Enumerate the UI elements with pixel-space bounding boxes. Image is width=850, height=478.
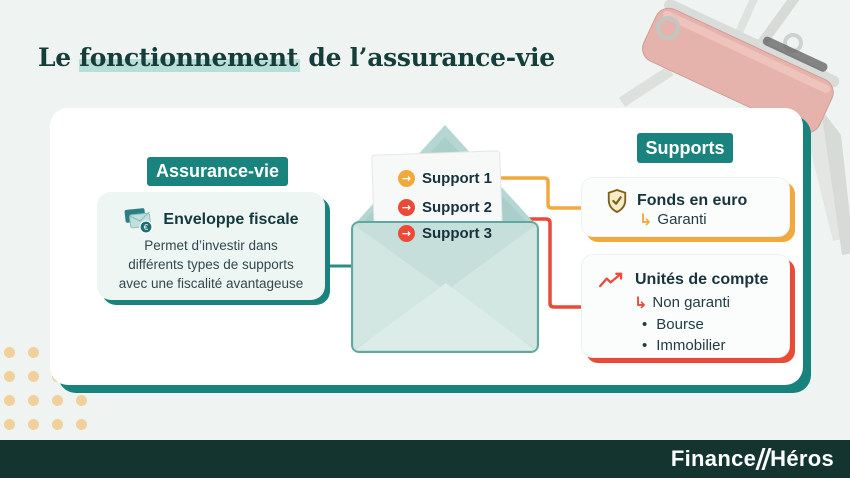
unites-de-compte-box: Unités de compte ↳ Non garanti • Bourse …: [581, 254, 790, 358]
fonds-title: Fonds en euro: [637, 192, 748, 209]
finance-heros-logo: Finance Héros: [671, 446, 834, 472]
description-line: avec une fiscalité avantageuse: [118, 276, 304, 291]
support-label: Support 3: [422, 224, 492, 242]
unites-sub: ↳ Non garanti: [634, 294, 730, 311]
support-label: Support 1: [422, 169, 492, 187]
support-row: → Support 3: [398, 223, 492, 243]
arrow-glyph: →: [401, 200, 412, 214]
dot: [28, 371, 39, 382]
dot: [52, 395, 63, 406]
dot: [4, 395, 15, 406]
fonds-sub: ↳ Garanti: [639, 211, 707, 228]
main-card: Assurance-vie € Enveloppe fiscale Permet…: [50, 108, 803, 385]
enveloppe-fiscale-box: € Enveloppe fiscale Permet d’investir da…: [97, 192, 325, 300]
title-prefix: Le: [38, 42, 80, 72]
logo-part2: Héros: [770, 446, 834, 471]
swiss-army-knife-image: [618, 0, 850, 255]
title-suffix: de l’assurance-vie: [300, 42, 555, 72]
dot: [52, 419, 63, 430]
bullet-icon: •: [642, 316, 648, 333]
bullet-row: • Bourse: [642, 316, 704, 333]
branch-arrow-icon: ↳: [634, 292, 648, 312]
knife-ring-icon: [656, 16, 680, 40]
dot: [4, 347, 15, 358]
branch-arrow-icon: ↳: [639, 209, 653, 229]
support-arrow-icon: →: [398, 198, 415, 216]
envelope-graphic: [351, 125, 539, 353]
envelope-illustration: → Support 1 → Support 2 → Support 3: [350, 115, 545, 360]
dot: [28, 347, 39, 358]
unites-sub-label: Non garanti: [652, 294, 730, 311]
bullet-icon: •: [642, 337, 648, 354]
support-arrow-icon: →: [398, 169, 415, 187]
arrow-glyph: →: [401, 171, 412, 185]
knife-handle: [642, 0, 840, 134]
dot: [76, 419, 87, 430]
euro-glyph: €: [144, 223, 149, 232]
enveloppe-fiscale-description: Permet d’investir dans différents types …: [97, 236, 325, 293]
description-line: différents types de supports: [128, 257, 294, 272]
dot: [4, 419, 15, 430]
dot: [76, 395, 87, 406]
dot: [28, 419, 39, 430]
assurance-vie-label: Assurance-vie: [147, 157, 288, 186]
support-arrow-icon: →: [398, 224, 415, 242]
arrow-glyph: →: [401, 226, 412, 240]
logo-part1: Finance: [670, 446, 757, 471]
support-label: Support 2: [422, 198, 492, 216]
support-row: → Support 1: [398, 168, 492, 188]
fonds-en-euro-box: Fonds en euro ↳ Garanti: [581, 177, 790, 237]
bullet-row: • Immobilier: [642, 337, 725, 354]
unites-title: Unités de compte: [635, 270, 769, 288]
title-highlight: fonctionnement: [79, 42, 300, 72]
bullet-label: Immobilier: [656, 337, 726, 354]
page-title: Le fonctionnement de l’assurance-vie: [38, 42, 555, 72]
dot: [28, 395, 39, 406]
envelope-euro-icon: €: [125, 208, 154, 234]
fonds-sub-label: Garanti: [657, 211, 707, 228]
chart-line-icon: [599, 272, 623, 288]
supports-label: Supports: [637, 133, 733, 163]
enveloppe-fiscale-title: Enveloppe fiscale: [163, 211, 299, 228]
shield-check-icon: [607, 189, 627, 213]
description-line: Permet d’investir dans: [144, 238, 278, 253]
footer-band: Finance Héros: [0, 440, 850, 478]
support-row: → Support 2: [398, 197, 492, 217]
dot: [4, 371, 15, 382]
logo-slashes-icon: [755, 448, 771, 470]
bullet-label: Bourse: [656, 316, 704, 333]
